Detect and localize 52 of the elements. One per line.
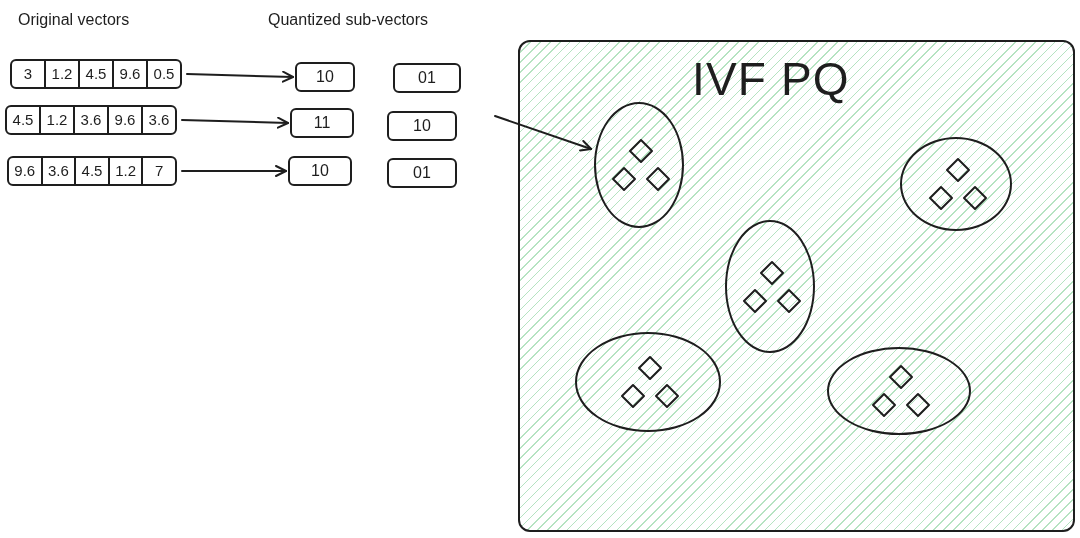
diamond-marker <box>928 185 954 211</box>
vector-row <box>5 105 177 135</box>
column-heading: Original vectors <box>18 10 130 30</box>
vector-value: 4.5 <box>11 109 35 130</box>
diamond-marker <box>637 355 663 381</box>
vector-value: 3.6 <box>141 107 175 133</box>
vector-row <box>10 59 182 89</box>
diamond-marker <box>654 383 680 409</box>
diamond-marker <box>620 383 646 409</box>
vector-value: 1.2 <box>39 107 73 133</box>
diamond-marker <box>945 157 971 183</box>
diamond-marker <box>776 287 802 314</box>
vector-value: 9.6 <box>107 107 141 133</box>
diamond-marker <box>611 166 637 192</box>
code-box: 10 <box>288 156 352 186</box>
vector-value: 9.6 <box>112 61 146 87</box>
vector-value: 3 <box>22 63 34 84</box>
cluster-ellipse <box>594 102 684 228</box>
diamond-marker <box>645 166 671 192</box>
diamond-marker <box>962 185 988 211</box>
vector-row <box>7 156 177 186</box>
code-box: 01 <box>393 63 461 93</box>
diamond-marker <box>905 392 931 418</box>
cluster-ellipse <box>575 332 721 432</box>
arrow <box>186 70 294 83</box>
panel-title: IVF PQ <box>692 56 850 102</box>
code-box: 11 <box>290 108 354 138</box>
diamond-marker <box>742 287 768 314</box>
vector-value: 1.2 <box>44 61 78 87</box>
code-box: 10 <box>387 111 457 141</box>
hatched-panel <box>518 40 1075 532</box>
diamond-marker <box>888 364 914 390</box>
vector-value: 0.5 <box>146 61 180 87</box>
vector-value: 1.2 <box>107 158 142 184</box>
cluster-ellipse <box>827 347 971 435</box>
vector-value: 4.5 <box>74 158 108 184</box>
cluster-ellipse <box>900 137 1012 231</box>
arrow <box>494 115 593 152</box>
vector-value: 7 <box>141 158 175 184</box>
vector-value: 3.6 <box>73 107 107 133</box>
column-heading: Quantized sub-vectors <box>268 10 429 30</box>
vector-value: 3.6 <box>40 158 75 184</box>
diamond-marker <box>628 138 654 164</box>
diamond-marker <box>871 392 897 418</box>
code-box: 01 <box>387 158 457 188</box>
vector-value: 4.5 <box>78 61 112 87</box>
vector-value: 9.6 <box>13 160 37 181</box>
diamond-marker <box>759 259 785 286</box>
arrow <box>181 165 287 177</box>
cluster-ellipse <box>725 220 815 353</box>
code-box: 10 <box>295 62 355 92</box>
arrow <box>181 116 289 129</box>
